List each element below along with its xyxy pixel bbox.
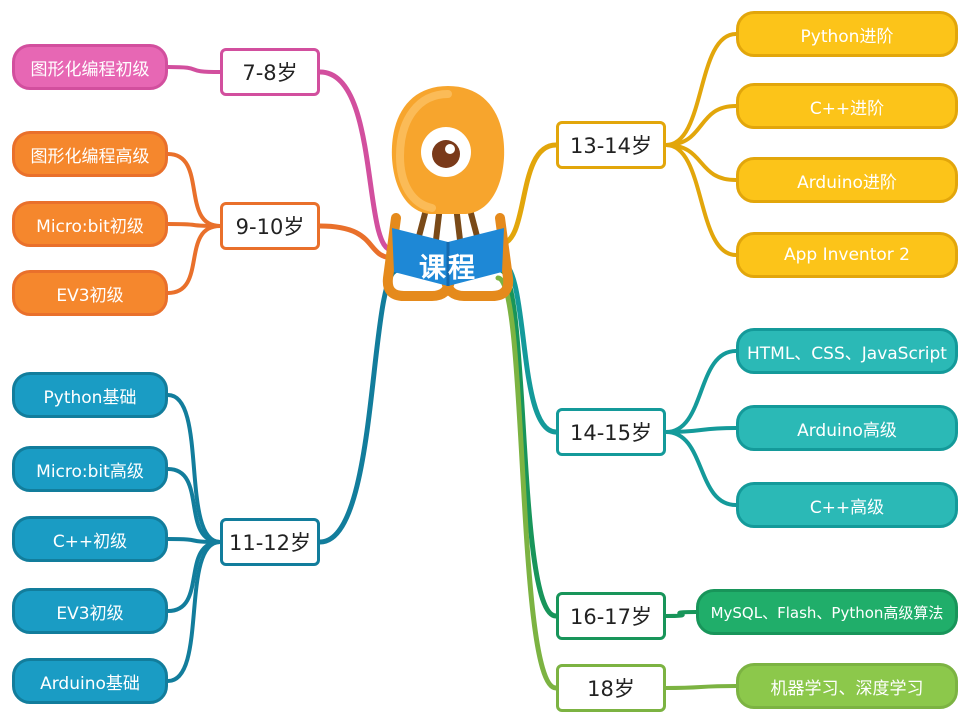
age-node: 9-10岁 [220, 202, 320, 250]
branch-trunk [317, 223, 397, 261]
course-connector [166, 537, 222, 544]
course-connector [664, 426, 738, 434]
course-item: Arduino进阶 [736, 157, 958, 203]
branch-trunk [497, 142, 559, 247]
mascot-icon [382, 86, 514, 301]
branch-trunk [317, 69, 395, 253]
course-item: C++进阶 [736, 83, 958, 129]
course-connector [664, 349, 738, 434]
course-connector [664, 104, 738, 147]
branch-trunk [317, 267, 401, 545]
course-connector [166, 393, 222, 544]
age-node: 13-14岁 [556, 121, 666, 169]
course-item: Python进阶 [736, 11, 958, 57]
course-connector [664, 32, 738, 147]
course-item: App Inventor 2 [736, 232, 958, 278]
course-connector [166, 152, 222, 228]
course-connector [664, 143, 738, 257]
course-item: C++初级 [12, 516, 168, 562]
course-item: 图形化编程高级 [12, 131, 168, 177]
course-connector [664, 430, 738, 507]
course-item: 图形化编程初级 [12, 44, 168, 90]
course-item: Arduino基础 [12, 658, 168, 704]
age-node: 7-8岁 [220, 48, 320, 96]
age-node: 14-15岁 [556, 408, 666, 456]
age-node: 16-17岁 [556, 592, 666, 640]
course-item: MySQL、Flash、Python高级算法 [696, 589, 958, 635]
course-item: 机器学习、深度学习 [736, 663, 958, 709]
course-item: Python基础 [12, 372, 168, 418]
course-connector [166, 467, 222, 544]
course-item: Micro:bit初级 [12, 201, 168, 247]
course-connector [166, 65, 222, 74]
center-title: 课程 [419, 252, 477, 284]
course-item: HTML、CSS、JavaScript [736, 328, 958, 374]
course-connector [166, 224, 222, 295]
course-connector [166, 540, 222, 683]
age-node: 18岁 [556, 664, 666, 712]
course-item: EV3初级 [12, 588, 168, 634]
course-item: Arduino高级 [736, 405, 958, 451]
course-connector [664, 684, 738, 690]
course-connector [664, 610, 698, 618]
course-item: Micro:bit高级 [12, 446, 168, 492]
branch-trunk [495, 275, 559, 691]
course-item: C++高级 [736, 482, 958, 528]
age-node: 11-12岁 [220, 518, 320, 566]
course-item: EV3初级 [12, 270, 168, 316]
